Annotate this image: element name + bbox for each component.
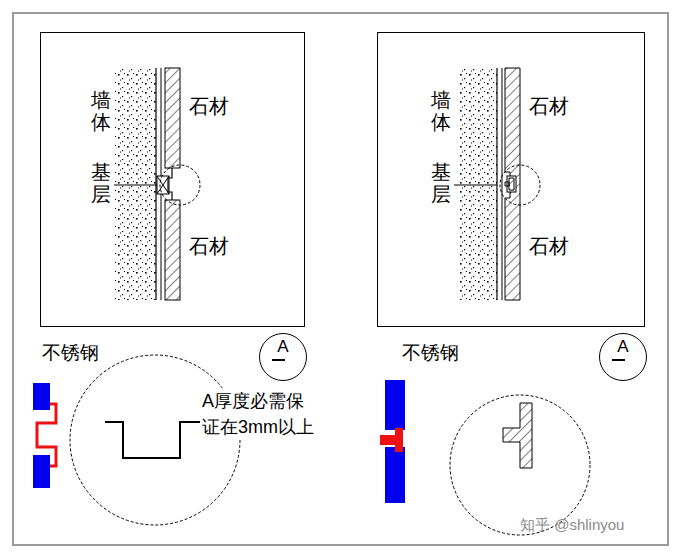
detail-right	[380, 360, 625, 535]
section-left	[114, 68, 200, 300]
vertical-label: 基层	[431, 161, 451, 205]
part-label: 石材	[529, 233, 569, 260]
watermark: 知乎 @shlinyou	[520, 516, 624, 535]
detail-symbol: A	[599, 333, 647, 381]
vertical-label: 墙体	[91, 89, 111, 133]
section-panel: 墙体基层石材石材	[40, 32, 305, 327]
symbol-letter: A	[600, 337, 646, 357]
section-right	[454, 68, 540, 300]
material-label: 不锈钢	[42, 340, 99, 366]
part-label: 石材	[189, 233, 229, 260]
detail-symbol: A	[259, 333, 307, 381]
symbol-letter: A	[260, 337, 306, 357]
vertical-label: 基层	[91, 161, 111, 205]
note-text: A厚度必需保证在3mm以上	[202, 388, 316, 440]
part-label: 石材	[529, 93, 569, 120]
outer-frame	[13, 13, 668, 545]
section-panel: 墙体基层石材石材	[377, 32, 645, 327]
vertical-label: 墙体	[431, 89, 451, 133]
material-label: 不锈钢	[402, 340, 459, 366]
part-label: 石材	[189, 93, 229, 120]
